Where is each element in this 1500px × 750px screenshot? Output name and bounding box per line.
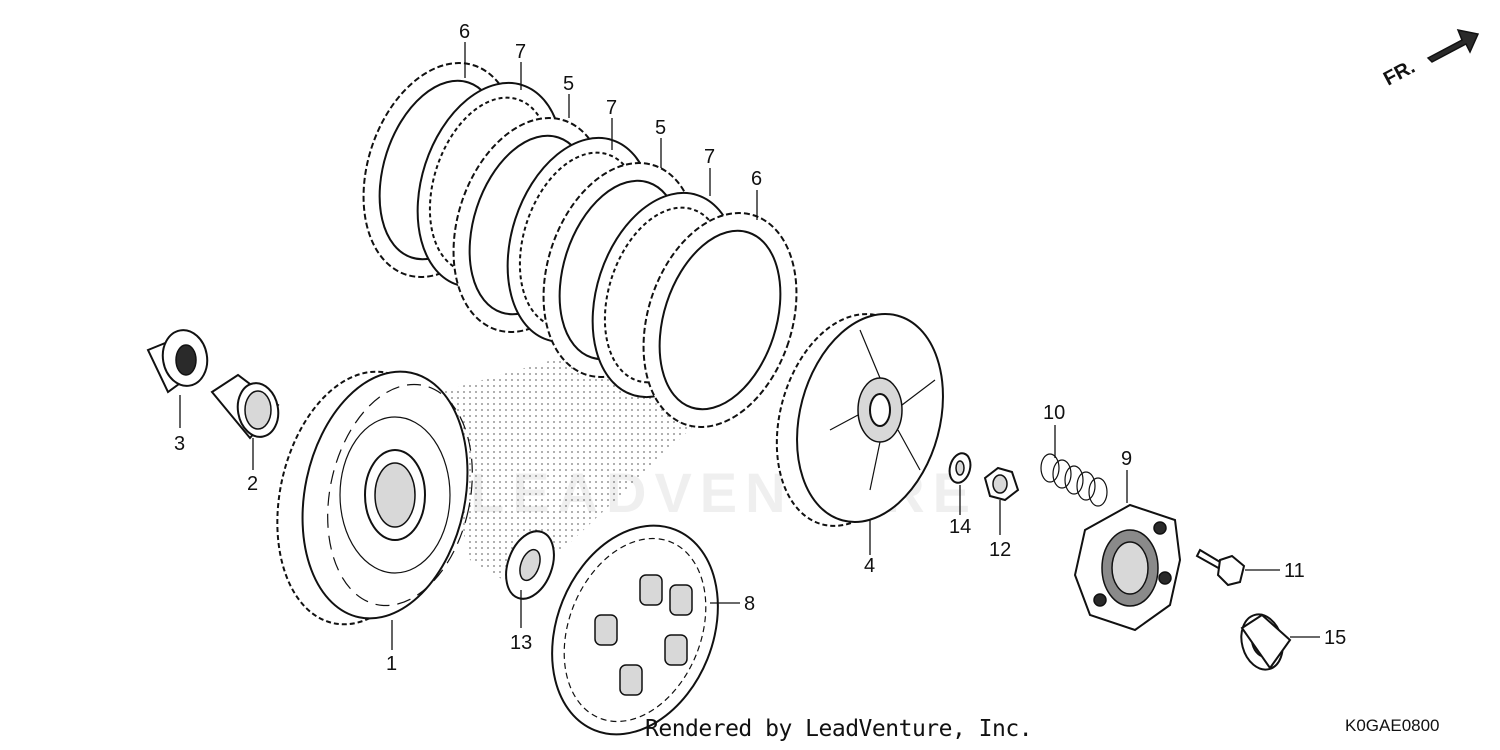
label-part-14: 14 <box>949 516 971 538</box>
part-number-labels: 6 7 5 7 5 7 6 3 2 1 13 8 4 14 12 10 9 11… <box>174 21 1346 675</box>
label-part-6-top: 6 <box>459 21 470 43</box>
label-part-1: 1 <box>386 653 397 675</box>
collar-part-3 <box>146 329 209 394</box>
diagram-code: K0GAE0800 <box>1345 716 1440 735</box>
label-part-13: 13 <box>510 632 532 654</box>
label-part-8: 8 <box>744 593 755 615</box>
clutch-spring-part-10 <box>1040 453 1108 507</box>
washer-part-14 <box>948 452 972 484</box>
clutch-plate-stack <box>362 62 798 428</box>
needle-bearing-part-2 <box>210 373 280 440</box>
label-part-7-third: 7 <box>704 146 715 168</box>
label-part-5-first: 5 <box>563 73 574 95</box>
leader-lines <box>179 42 1320 650</box>
lifter-plate-part-9 <box>1073 503 1182 632</box>
label-part-15: 15 <box>1324 627 1346 649</box>
label-part-7-second: 7 <box>606 97 617 119</box>
label-part-11: 11 <box>1284 560 1305 582</box>
thrust-washer-part-13 <box>505 530 555 600</box>
label-part-12: 12 <box>989 539 1011 561</box>
label-part-4: 4 <box>864 555 875 577</box>
clutch-outer-part-1 <box>276 370 473 626</box>
lock-nut-part-12 <box>983 466 1020 502</box>
arrow-icon <box>1426 28 1480 63</box>
front-direction-arrow: FR. <box>1380 28 1480 91</box>
render-credit: Rendered by LeadVenture, Inc. <box>645 716 1033 742</box>
bolt-part-11 <box>1195 548 1246 587</box>
label-part-9: 9 <box>1121 448 1132 470</box>
direction-label: FR. <box>1380 56 1419 91</box>
assembly-shading <box>430 335 700 590</box>
label-part-10: 10 <box>1043 402 1065 424</box>
label-part-7-first: 7 <box>515 41 526 63</box>
clutch-center-part-4 <box>775 313 944 527</box>
label-part-5-second: 5 <box>655 117 666 139</box>
bearing-part-15 <box>1240 613 1292 671</box>
label-part-2: 2 <box>247 473 258 495</box>
label-part-6-bottom: 6 <box>751 168 762 190</box>
label-part-3: 3 <box>174 433 185 455</box>
friction-disc-6b <box>642 212 798 428</box>
pressure-plate-part-8 <box>551 524 719 736</box>
